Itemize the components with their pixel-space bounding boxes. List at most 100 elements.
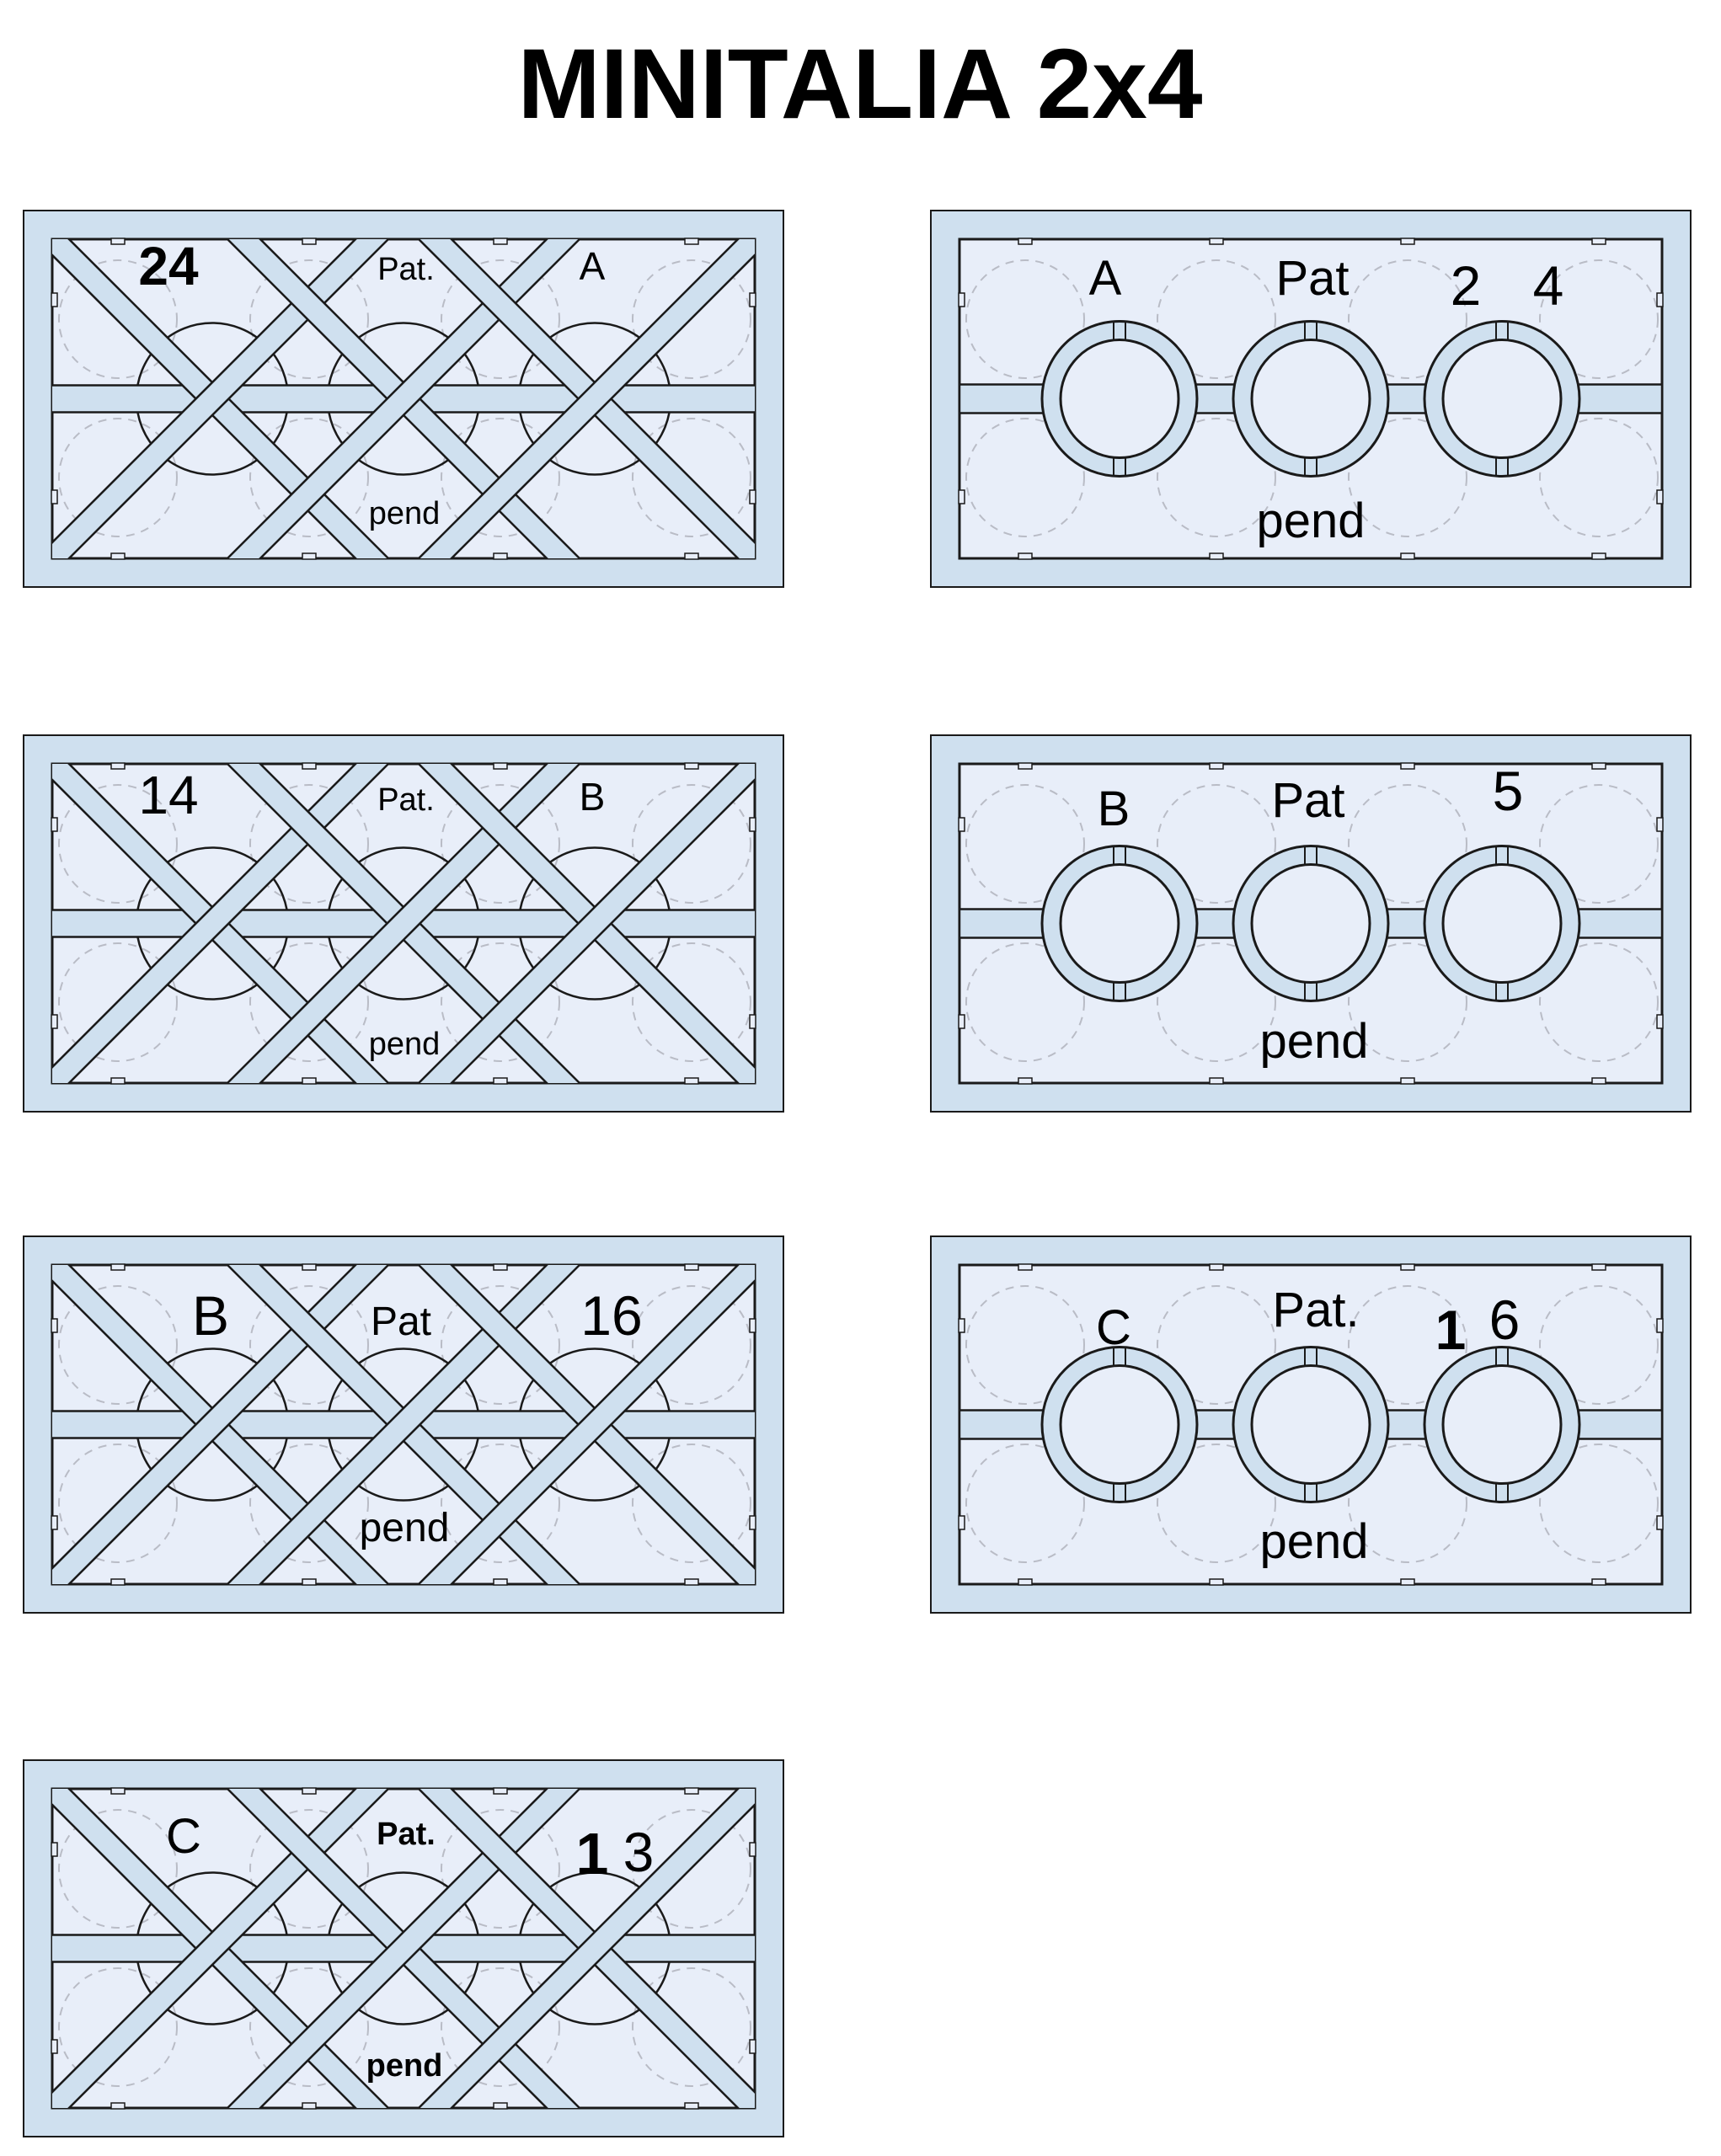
edge-notch [51,817,58,832]
edge-notch [110,762,126,770]
edge-notch [1400,762,1415,770]
edge-notch [302,1578,317,1586]
brick-3-label-pat: Pat. [377,782,435,818]
diagonal-rib [52,764,387,1083]
stud-outline [58,418,178,537]
stud-outline [632,418,751,537]
brick-geometry [23,734,784,1113]
edge-notch [684,762,699,770]
brick-geometry [930,210,1692,588]
edge-notch [51,1842,58,1857]
brick-geometry [23,1235,784,1614]
brick-2-label-letter: A [1089,251,1122,306]
stud-outline [1348,942,1467,1062]
brick-2-label-num-b: 4 [1533,254,1564,317]
tube-inner [1250,1364,1371,1485]
edge-notch [1209,552,1224,560]
brick-6-label-pat: Pat. [1272,1283,1359,1337]
edge-notch [1209,237,1224,245]
diagonal-rib [228,1265,579,1584]
stud-outline [965,418,1085,537]
edge-notch [1656,1014,1664,1029]
tube-inner [1059,1364,1180,1485]
stud-outline [249,1809,369,1929]
brick-3-label-code: 14 [138,765,198,825]
stud-outline [249,1967,369,2087]
edge-notch [1018,762,1033,770]
edge-notch [1209,1263,1224,1271]
stud-outline [249,418,369,537]
diagonal-rib [228,764,579,1083]
edge-notch [958,817,965,832]
edge-notch [493,1787,508,1795]
edge-notch [1591,1578,1606,1586]
brick-7-label-pat: Pat. [377,1817,436,1852]
stud-outline [441,1809,560,1929]
edge-notch [1018,1263,1033,1271]
edge-notch [302,2102,317,2110]
stud-outline [58,1444,178,1563]
edge-notch [302,237,317,245]
edge-notch [749,817,756,832]
edge-notch [51,1318,58,1333]
stud-outline [965,1444,1085,1563]
edge-notch [493,2102,508,2110]
stud-outline [58,784,178,904]
diagonal-rib [52,1265,387,1584]
edge-notch [302,762,317,770]
edge-notch [1656,489,1664,504]
stud-outline [441,1967,560,2087]
brick-3-label-letter: B [580,775,606,819]
stud-outline [965,259,1085,379]
stud-outline [1157,784,1276,904]
edge-notch [1209,762,1224,770]
edge-notch [958,1318,965,1333]
edge-notch [1400,552,1415,560]
edge-notch [684,1077,699,1085]
stud-outline [1157,418,1276,537]
edge-notch [110,1578,126,1586]
diagonal-rib [228,1789,579,2108]
edge-notch [302,552,317,560]
stud-outline [1539,942,1659,1062]
edge-notch [958,489,965,504]
stud-outline [249,1285,369,1405]
edge-notch [51,489,58,504]
edge-notch [1591,237,1606,245]
edge-notch [684,237,699,245]
tube-inner [1441,1364,1563,1485]
stud-outline [441,1285,560,1405]
rib-group [52,1265,755,1584]
tube-inner [1059,863,1180,984]
edge-notch [749,1318,756,1333]
edge-notch [302,1787,317,1795]
edge-notch [1591,762,1606,770]
edge-notch [1018,237,1033,245]
brick-geometry [930,1235,1692,1614]
brick-4-label-pat: Pat [1271,773,1344,828]
stud-outline [632,1444,751,1563]
edge-notch [51,1515,58,1530]
stud-outline [249,784,369,904]
stud-outline [1348,784,1467,904]
brick-2-label-pat: Pat [1275,251,1349,306]
stud-outline [632,1809,751,1929]
stud-outline [632,259,751,379]
stud-outline [1539,1444,1659,1563]
edge-notch [493,1077,508,1085]
edge-notch [684,1578,699,1586]
brick-5-label-num: 16 [580,1284,642,1347]
edge-notch [51,2039,58,2054]
rib-group [52,1789,755,2108]
edge-notch [493,552,508,560]
brick-4-label-num: 5 [1493,760,1524,822]
edge-notch [302,1077,317,1085]
edge-notch [110,552,126,560]
brick-6-label-letter: C [1096,1300,1131,1355]
edge-notch [684,1263,699,1271]
brick-1-label-pat: Pat. [377,252,435,287]
brick-geometry [23,210,784,588]
stud-outline [632,942,751,1062]
edge-notch [110,1263,126,1271]
stud-outline [1157,942,1276,1062]
